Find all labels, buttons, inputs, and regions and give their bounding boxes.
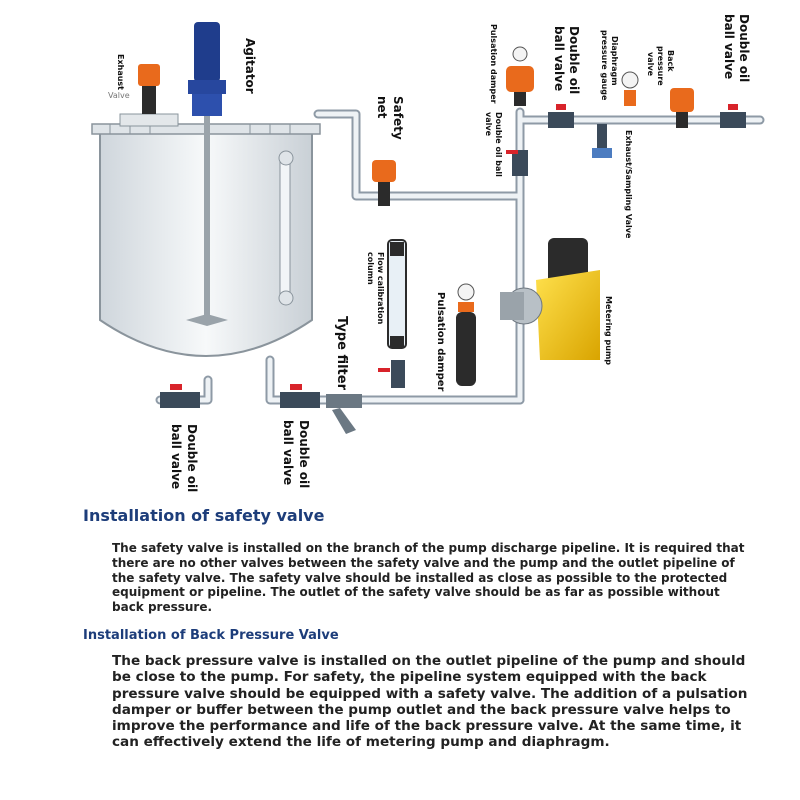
exhaust-valve-label-2: Valve: [108, 91, 130, 100]
metering-pump-unit: [500, 238, 600, 360]
double-oil-ball-valve-small-label: Double oil ball: [494, 112, 503, 177]
back-pressure-valve-label-2: pressure: [656, 46, 665, 86]
safety-valve-paragraph: The safety valve is installed on the bra…: [112, 541, 745, 615]
flow-calibration-label: Flow calibration: [376, 252, 385, 325]
double-oil-ball-valve-top-label: Double oil: [567, 26, 581, 94]
back-pressure-valve-label: Back: [666, 50, 675, 72]
ball-valve-bottom-middle: [280, 384, 320, 408]
double-oil-ball-valve-right-label-2: ball valve: [722, 14, 736, 79]
back-pressure-valve: [670, 88, 694, 128]
type-filter-label: Type filter: [334, 316, 349, 391]
back-pressure-valve-paragraph: The back pressure valve is installed on …: [112, 653, 748, 751]
ball-valve-top-left: [548, 104, 574, 128]
exhaust-sampling-valve-label: Exhaust/Sampling Valve: [624, 130, 633, 239]
pulsation-damper-mid: [456, 283, 476, 386]
metering-pump-label: Metering pump: [604, 296, 613, 365]
ball-valve-bottom-left: [160, 384, 200, 408]
installation-diagram: Exhaust Valve Agitator Safety net Pulsat…: [91, 14, 765, 492]
safety-net-label-2: net: [375, 96, 389, 119]
exhaust-valve-label: Exhaust: [116, 54, 125, 90]
y-type-filter: [326, 394, 362, 434]
back-pressure-valve-heading: Installation of Back Pressure Valve: [83, 628, 339, 643]
flow-calibration-label-2: column: [366, 252, 375, 285]
safety-net-label: Safety: [391, 96, 405, 140]
double-oil-ball-valve-bm-label: Double oil: [297, 420, 311, 488]
safety-valve-heading: Installation of safety valve: [83, 506, 325, 525]
pulsation-damper-top: [506, 46, 534, 106]
exhaust-valve: [138, 64, 160, 114]
pressure-gauge: [621, 71, 639, 106]
pulsation-damper-top-label: Pulsation damper: [489, 24, 498, 104]
ball-valve-vertical: [506, 150, 528, 176]
double-oil-ball-valve-bl-label: Double oil: [185, 424, 199, 492]
flow-calibration-column: [378, 239, 407, 388]
double-oil-ball-valve-bl-label-2: ball valve: [169, 424, 183, 489]
agitator-assembly: [186, 22, 228, 326]
double-oil-ball-valve-right-label: Double oil: [737, 14, 751, 82]
double-oil-ball-valve-bm-label-2: ball valve: [281, 420, 295, 485]
safety-valve: [372, 160, 396, 206]
double-oil-ball-valve-small-label-2: valve: [484, 112, 493, 137]
diaphragm-pressure-gauge-label-2: pressure gauge: [600, 30, 609, 101]
back-pressure-valve-label-3: valve: [646, 52, 655, 77]
agitator-label: Agitator: [243, 38, 257, 94]
double-oil-ball-valve-top-label-2: ball valve: [552, 26, 566, 91]
pulsation-damper-mid-label: Pulsation damper: [435, 292, 446, 392]
ball-valve-top-right: [720, 104, 746, 128]
sampling-valve: [592, 124, 612, 158]
diaphragm-pressure-gauge-label: Diaphragm: [610, 36, 619, 86]
